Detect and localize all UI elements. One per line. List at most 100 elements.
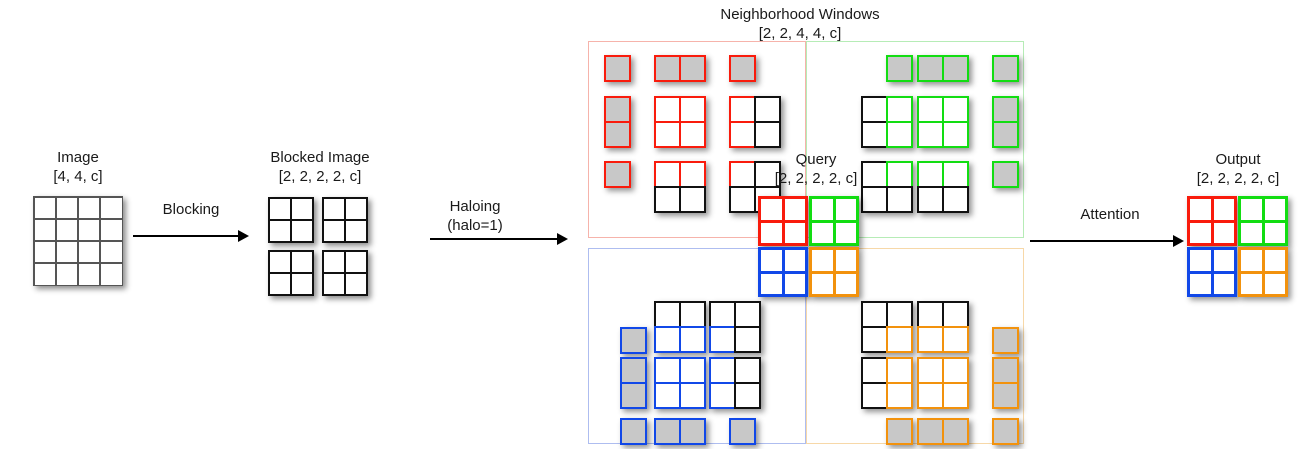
- outside-cell: [734, 301, 761, 328]
- window-cell: [709, 357, 736, 384]
- query-cell: [835, 199, 856, 220]
- window-cell: [942, 382, 969, 409]
- halo-cell: [992, 357, 1019, 384]
- window-block-orange: [886, 418, 913, 445]
- query-cell: [812, 199, 833, 220]
- window-block-green: [861, 161, 913, 213]
- block-cell: [292, 199, 312, 219]
- output-cell: [1241, 222, 1262, 243]
- block-cell: [346, 274, 366, 294]
- outside-cell: [654, 301, 681, 328]
- query-cell: [761, 273, 782, 294]
- window-cell: [942, 326, 969, 353]
- window-block-red: [604, 55, 631, 82]
- blocking-arrow: [133, 230, 249, 242]
- haloing-arrow-label: Haloing (halo=1): [400, 197, 550, 235]
- window-block-orange: [861, 357, 913, 409]
- window-block-blue: [620, 327, 647, 354]
- window-cell: [917, 382, 944, 409]
- outside-cell: [861, 301, 888, 328]
- query-block-orange: [809, 247, 859, 297]
- halo-cell: [679, 418, 706, 445]
- window-cell: [917, 161, 944, 188]
- outside-cell: [942, 301, 969, 328]
- outside-cell: [734, 357, 761, 384]
- window-cell: [917, 121, 944, 148]
- query-block-red: [758, 196, 808, 246]
- image-shape: [4, 4, c]: [53, 168, 103, 185]
- query-cell: [835, 222, 856, 243]
- window-cell: [886, 161, 913, 188]
- outside-cell: [886, 301, 913, 328]
- window-cell: [729, 121, 756, 148]
- window-block-red: [604, 161, 631, 188]
- neighborhood-windows-label-group: Neighborhood Windows [2, 2, 4, 4, c]: [700, 5, 900, 43]
- outside-cell: [709, 301, 736, 328]
- window-block-red: [729, 96, 781, 148]
- window-block-orange: [917, 301, 969, 353]
- window-cell: [886, 382, 913, 409]
- output-label: Output: [1215, 151, 1261, 168]
- window-block-blue: [654, 357, 706, 409]
- query-cell: [761, 199, 782, 220]
- outside-cell: [861, 96, 888, 123]
- block-cell: [346, 199, 366, 219]
- output-block-blue: [1187, 247, 1237, 297]
- block-cell: [346, 252, 366, 272]
- blocked-image-label-group: Blocked Image [2, 2, 2, 2, c]: [250, 148, 390, 186]
- window-block-blue: [709, 301, 761, 353]
- window-cell: [942, 357, 969, 384]
- haloing-label-text: Haloing: [449, 198, 501, 215]
- window-cell: [886, 357, 913, 384]
- halo-cell: [992, 121, 1019, 148]
- halo-cell: [886, 55, 913, 82]
- image-cell: [56, 241, 78, 263]
- window-cell: [654, 382, 681, 409]
- window-block-orange: [861, 301, 913, 353]
- output-cell: [1213, 273, 1234, 294]
- window-cell: [654, 96, 681, 123]
- output-cell: [1264, 222, 1285, 243]
- outside-cell: [861, 382, 888, 409]
- halo-cell: [729, 418, 756, 445]
- output-block-orange: [1238, 247, 1288, 297]
- halo-cell: [992, 382, 1019, 409]
- window-block-blue: [620, 418, 647, 445]
- window-block-blue: [654, 418, 706, 445]
- window-block-green: [917, 55, 969, 82]
- halo-cell: [942, 418, 969, 445]
- image-cell: [78, 197, 100, 219]
- blocked-image-label: Blocked Image: [270, 149, 370, 166]
- halo-cell: [620, 418, 647, 445]
- window-block-red: [604, 96, 631, 148]
- query-block-green: [809, 196, 859, 246]
- window-cell: [917, 96, 944, 123]
- outside-cell: [861, 357, 888, 384]
- window-cell: [942, 96, 969, 123]
- window-block-orange: [917, 418, 969, 445]
- window-cell: [679, 121, 706, 148]
- query-block-blue: [758, 247, 808, 297]
- window-cell: [679, 326, 706, 353]
- attention-arrow-label: Attention: [1045, 205, 1175, 224]
- window-block-blue: [729, 418, 756, 445]
- halo-cell: [917, 418, 944, 445]
- window-cell: [917, 357, 944, 384]
- image-cell: [34, 219, 56, 241]
- image-label: Image: [57, 149, 99, 166]
- output-cell: [1264, 250, 1285, 271]
- window-cell: [654, 326, 681, 353]
- output-cell: [1190, 199, 1211, 220]
- outside-cell: [886, 186, 913, 213]
- window-cell: [886, 326, 913, 353]
- window-block-orange: [992, 418, 1019, 445]
- output-cell: [1190, 222, 1211, 243]
- output-cell: [1241, 250, 1262, 271]
- image-cell: [100, 241, 122, 263]
- image-cell: [78, 219, 100, 241]
- window-cell: [942, 161, 969, 188]
- window-block-blue: [654, 301, 706, 353]
- quadrant-frame-bottom-right: [806, 248, 1024, 444]
- window-cell: [679, 161, 706, 188]
- halo-cell: [604, 121, 631, 148]
